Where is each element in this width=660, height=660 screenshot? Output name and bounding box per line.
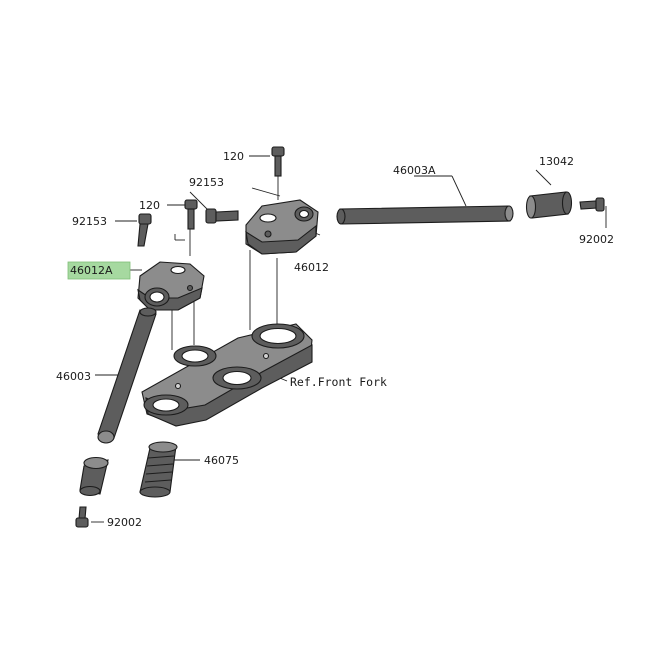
- label-bolt-left[interactable]: 120: [139, 199, 160, 212]
- triple-clamp: [141, 323, 313, 427]
- highlight-box: [67, 261, 131, 280]
- label-holder-left[interactable]: 46012A: [70, 264, 113, 277]
- grip: [139, 441, 178, 498]
- label-screw-right[interactable]: 92002: [579, 233, 614, 246]
- left-handlebar-holder: [137, 261, 205, 311]
- label-grip[interactable]: 46075: [204, 454, 239, 467]
- label-holder-right[interactable]: 46012: [294, 261, 329, 274]
- label-bolt-top[interactable]: 120: [223, 150, 244, 163]
- left-screw: [137, 213, 152, 247]
- label-weight-right[interactable]: 13042: [539, 155, 574, 168]
- bottom-screw: [75, 506, 89, 528]
- right-handlebar: [336, 205, 514, 225]
- right-bar-end-weight: [525, 191, 573, 219]
- left-handlebar: [97, 307, 157, 444]
- left-bar-end-weight: [79, 456, 109, 497]
- label-handlebar-right[interactable]: 46003A: [393, 164, 436, 177]
- label-screw-top[interactable]: 92153: [189, 176, 224, 189]
- center-screw: [205, 208, 239, 224]
- left-bolt: [184, 199, 198, 230]
- label-screw-bottom[interactable]: 92002: [107, 516, 142, 529]
- right-screw: [579, 197, 605, 212]
- label-ref-front-fork[interactable]: Ref.Front Fork: [290, 375, 387, 389]
- label-handlebar-left[interactable]: 46003: [56, 370, 91, 383]
- top-bolt: [271, 146, 285, 177]
- right-handlebar-holder: [245, 199, 319, 255]
- label-screw-left[interactable]: 92153: [72, 215, 107, 228]
